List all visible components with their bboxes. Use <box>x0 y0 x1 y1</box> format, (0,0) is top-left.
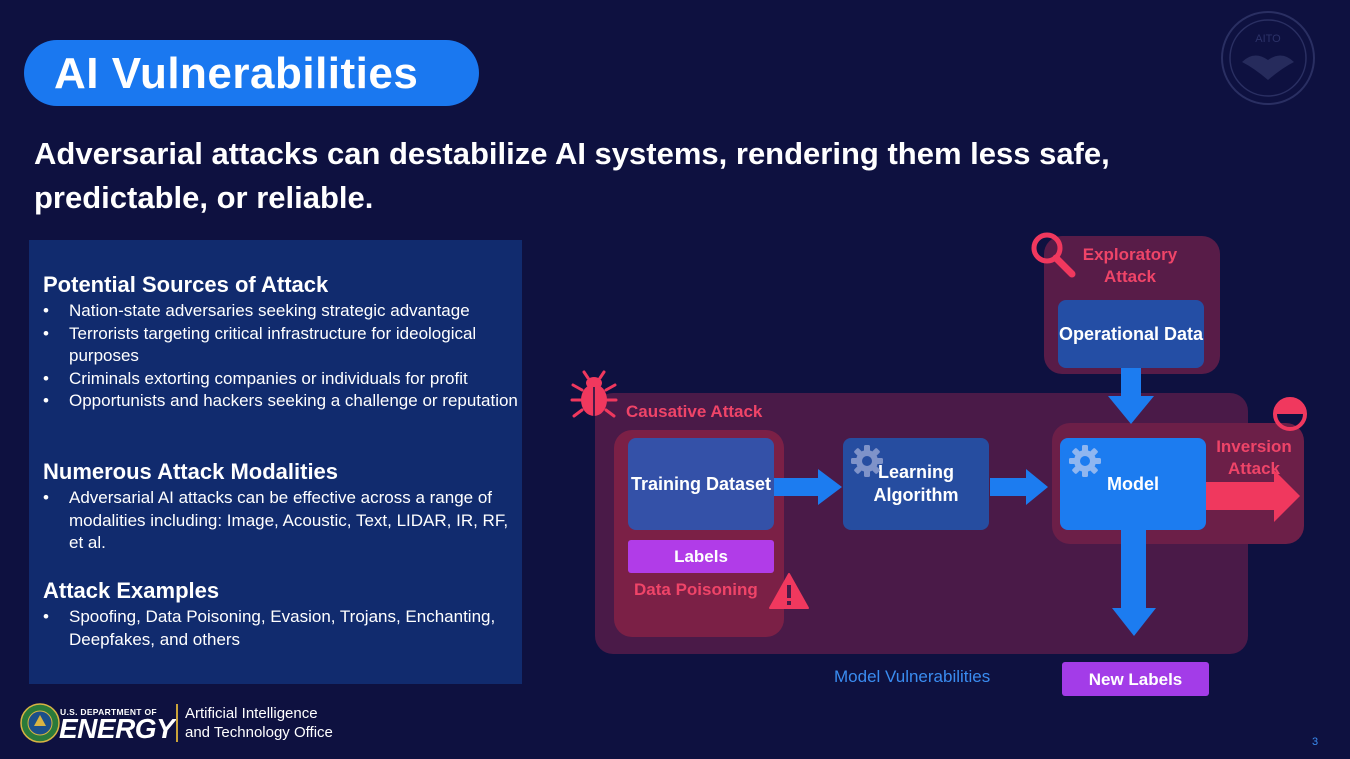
exploratory-label-line2: Attack <box>1104 267 1156 286</box>
list-item: Nation-state adversaries seeking strateg… <box>43 300 518 323</box>
office-name-line2: and Technology Office <box>185 724 333 741</box>
title-pill <box>24 40 479 106</box>
examples-heading: Attack Examples <box>43 578 220 603</box>
doe-seal-icon <box>20 703 60 743</box>
list-item: Terrorists targeting critical infrastruc… <box>43 323 518 368</box>
labels-node: Labels <box>628 540 774 573</box>
modalities-heading: Numerous Attack Modalities <box>43 459 339 484</box>
office-name-line1: Artificial Intelligence <box>185 705 318 722</box>
aito-seal-icon: AITO <box>1221 11 1315 105</box>
sources-heading: Potential Sources of Attack <box>43 272 329 297</box>
magnifier-icon <box>1031 232 1076 278</box>
doe-wordmark: ENERGY <box>59 713 175 744</box>
exploratory-label-line1: Exploratory <box>1082 245 1178 264</box>
slide-title: AI Vulnerabilities <box>54 49 419 98</box>
list-item: Spoofing, Data Poisoning, Evasion, Troja… <box>43 606 518 651</box>
headline: Adversarial attacks can destabilize AI s… <box>34 136 1110 215</box>
inversion-label-line1: Inversion <box>1216 437 1292 456</box>
list-item: Criminals extorting companies or individ… <box>43 368 518 391</box>
gear-icon <box>1069 445 1101 477</box>
inversion-attack-label: Inversion Attack <box>1206 436 1302 480</box>
warning-icon <box>769 573 809 609</box>
model-vulnerabilities-label: Model Vulnerabilities <box>834 667 991 686</box>
new-labels-node: New Labels <box>1062 662 1209 696</box>
inversion-label-line2: Attack <box>1228 459 1280 478</box>
training-dataset-node: Training Dataset <box>628 438 774 530</box>
doe-small-text: U.S. DEPARTMENT OF <box>60 707 157 717</box>
info-box: Potential Sources of Attack Nation-state… <box>29 240 522 684</box>
list-item: Adversarial AI attacks can be effective … <box>43 487 518 555</box>
data-poisoning-label: Data Poisoning <box>634 580 758 599</box>
list-item: Opportunists and hackers seeking a chall… <box>43 390 518 413</box>
causative-attack-label: Causative Attack <box>626 402 763 421</box>
modalities-list: Adversarial AI attacks can be effective … <box>43 487 518 555</box>
exploratory-attack-label: Exploratory Attack <box>1070 244 1190 288</box>
half-circle-icon <box>1273 397 1307 431</box>
gear-icon <box>851 445 883 477</box>
seal-text: AITO <box>1255 33 1281 45</box>
page-number: 3 <box>1312 736 1319 748</box>
examples-list: Spoofing, Data Poisoning, Evasion, Troja… <box>43 606 518 651</box>
bug-icon <box>570 370 618 418</box>
sources-list: Nation-state adversaries seeking strateg… <box>43 300 518 413</box>
operational-data-node: Operational Data <box>1058 300 1204 368</box>
footer-divider <box>176 704 178 742</box>
